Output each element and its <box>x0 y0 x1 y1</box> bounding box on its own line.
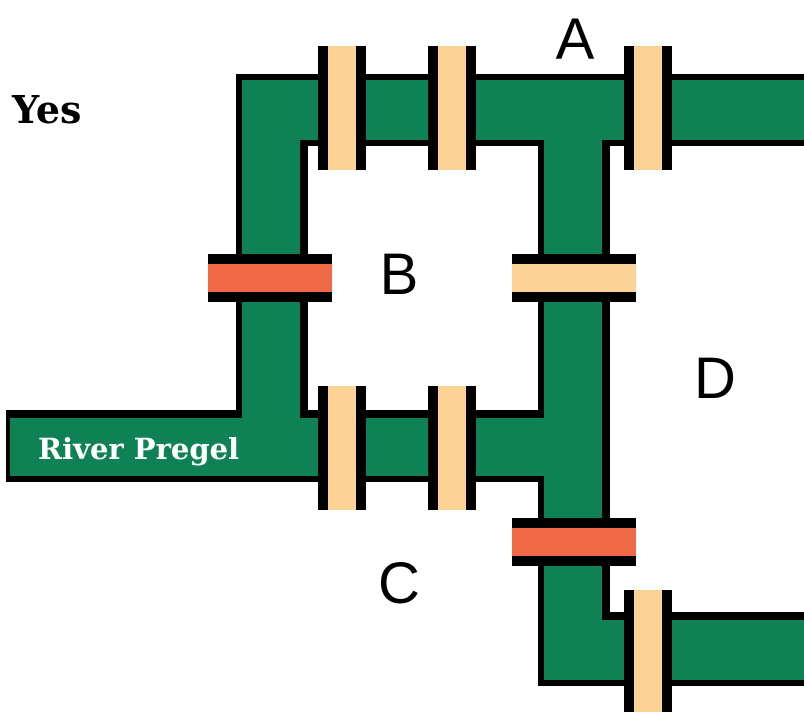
bridge-1 <box>318 46 366 170</box>
bridge-9 <box>624 590 672 712</box>
bridge-3 <box>624 46 672 170</box>
river-water <box>10 80 804 680</box>
bridge-6 <box>318 386 366 510</box>
bridge-8 <box>512 518 636 566</box>
bridge-4 <box>208 254 332 302</box>
land-label-a: A <box>556 7 595 72</box>
land-label-b: B <box>380 242 419 307</box>
river-label: River Pregel <box>38 432 239 466</box>
bridge-2 <box>428 46 476 170</box>
land-label-d: D <box>694 346 736 411</box>
bridge-7 <box>428 386 476 510</box>
bridges <box>208 46 672 712</box>
land-label-c: C <box>378 551 420 616</box>
bridge-5 <box>512 254 636 302</box>
answer-label: Yes <box>11 87 81 132</box>
